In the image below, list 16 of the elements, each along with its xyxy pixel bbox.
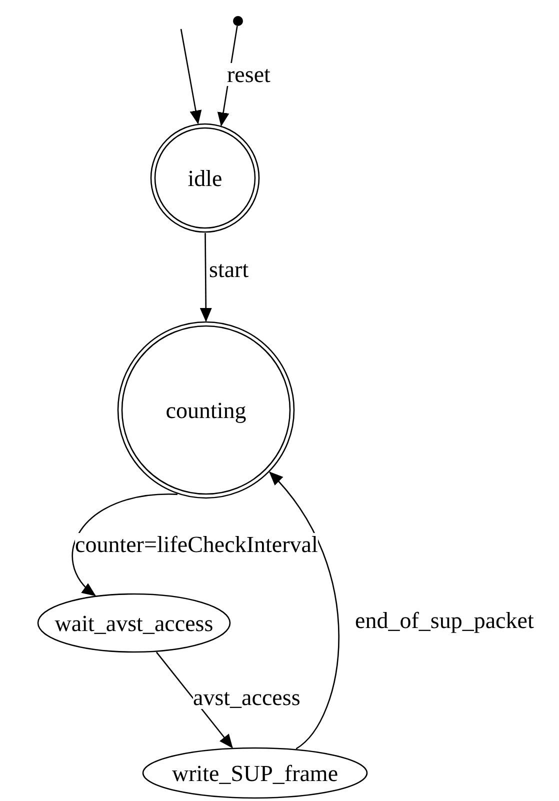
state-name: idle: [188, 166, 222, 190]
arrow: [269, 471, 340, 750]
arrow: [156, 652, 233, 748]
arrow: [200, 233, 212, 322]
edge-label: end_of_sup_packet: [355, 609, 534, 632]
arrow: [180, 28, 202, 124]
start-dot: [233, 16, 243, 26]
final-state-circle: [117, 321, 295, 499]
edge-label: reset: [227, 63, 270, 86]
arrow: [72, 494, 178, 596]
state-ellipse: [37, 593, 231, 653]
final-state-circle: [150, 123, 260, 233]
state-name: write_SUP_frame: [172, 762, 338, 784]
state-ellipse: [142, 747, 368, 799]
state-name: wait_avst_access: [54, 612, 214, 634]
state-name: counting: [166, 398, 246, 422]
